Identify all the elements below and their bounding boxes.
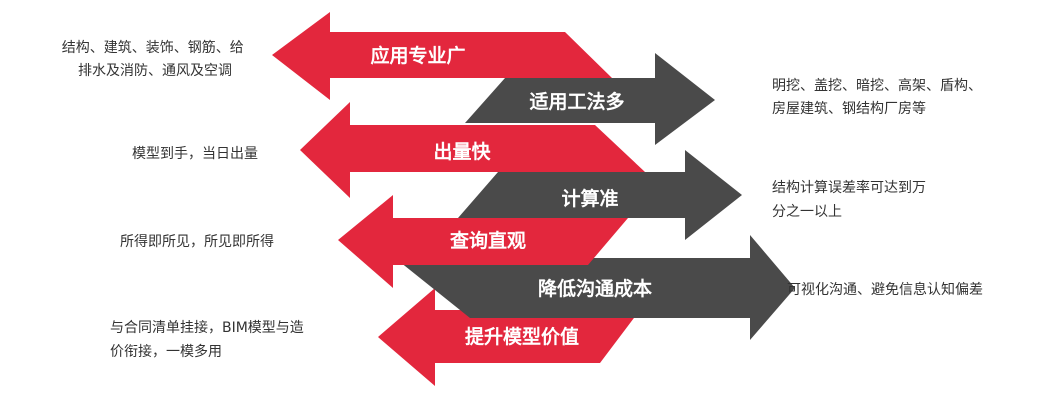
note-disciplines: 结构、建筑、装饰、钢筋、给 排水及消防、通风及空调 (62, 39, 248, 79)
note-disciplines-line-1: 结构、建筑、装饰、钢筋、给 (62, 39, 244, 56)
arrow-many-methods: 适用工法多 (465, 53, 715, 145)
arrow-fast-output-shape (300, 102, 645, 198)
note-calculation-error: 结构计算误差率可达到万 分之一以上 (772, 179, 930, 220)
note-calculation-error-line-2: 分之一以上 (772, 204, 842, 220)
arrow-wide-application-label: 应用专业广 (370, 44, 465, 67)
note-construction-methods: 明挖、盖挖、暗挖、高架、盾构、 房屋建筑、钢结构厂房等 (772, 77, 986, 117)
arrow-fast-output-label: 出量快 (433, 140, 491, 163)
arrow-many-methods-shape (465, 53, 715, 145)
arrow-intuitive-query-shape (338, 195, 628, 288)
note-visual-communication: 可视化沟通、避免信息认知偏差 (787, 281, 983, 298)
arrow-reduce-communication-cost-label: 降低沟通成本 (538, 277, 652, 300)
arrow-enhance-model-value-label: 提升模型价值 (465, 325, 579, 348)
note-construction-methods-line-2: 房屋建筑、钢结构厂房等 (772, 100, 926, 117)
note-construction-methods-line-1: 明挖、盖挖、暗挖、高架、盾构、 (772, 77, 982, 94)
arrow-many-methods-label: 适用工法多 (529, 90, 624, 113)
note-wysiwyg: 所得即所见，所见即所得 (120, 233, 274, 250)
note-same-day-output: 模型到手，当日出量 (132, 146, 258, 162)
note-disciplines-line-2: 排水及消防、通风及空调 (78, 63, 232, 79)
arrow-accurate-calculation: 计算准 (458, 150, 742, 240)
arrow-fast-output: 出量快 (300, 102, 645, 198)
note-visual-communication-line-1: 可视化沟通、避免信息认知偏差 (787, 281, 983, 298)
arrow-intuitive-query: 查询直观 (338, 195, 628, 288)
note-calculation-error-line-1: 结构计算误差率可达到万 (772, 179, 926, 196)
arrow-accurate-calculation-shape (458, 150, 742, 240)
note-wysiwyg-line-1: 所得即所见，所见即所得 (120, 233, 274, 250)
note-same-day-output-line-1: 模型到手，当日出量 (132, 146, 258, 162)
arrow-wide-application-shape (272, 12, 612, 100)
arrow-wide-application: 应用专业广 (272, 12, 612, 100)
note-contract-linkage: 与合同清单挂接，BIM模型与造 价衔接，一模多用 (110, 319, 308, 360)
arrow-intuitive-query-label: 查询直观 (449, 229, 526, 252)
note-contract-linkage-line-1: 与合同清单挂接，BIM模型与造 (110, 319, 304, 336)
arrow-accurate-calculation-label: 计算准 (561, 187, 618, 210)
note-contract-linkage-line-2: 价衔接，一模多用 (110, 343, 222, 360)
